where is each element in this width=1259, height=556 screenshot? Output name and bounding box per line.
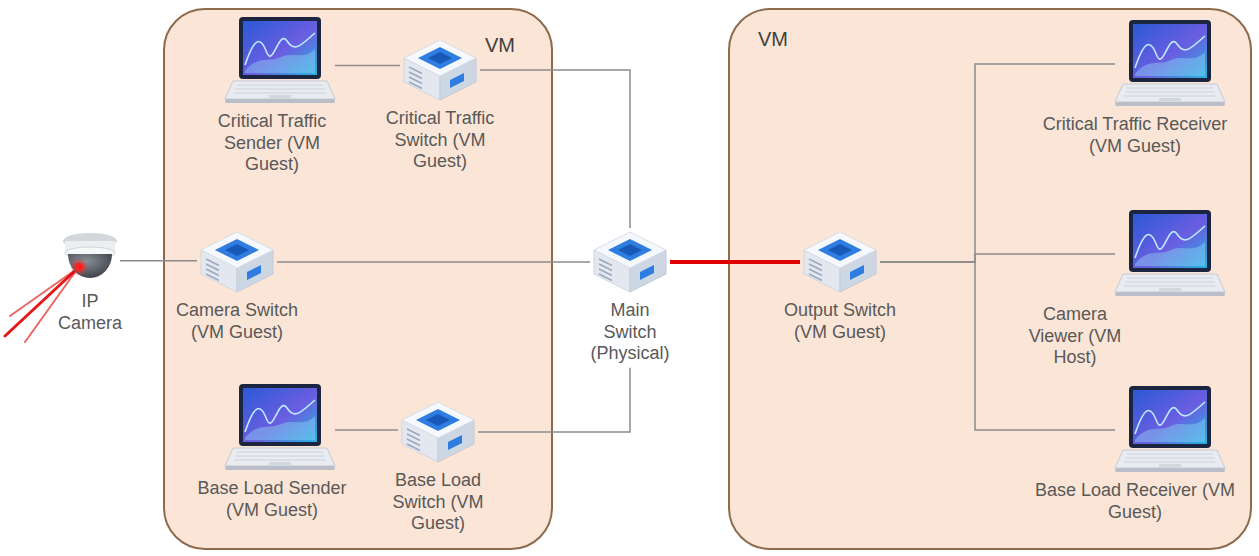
node-label: Output Switch (VM Guest): [765, 300, 915, 343]
node-label: IP Camera: [55, 291, 125, 334]
switch-icon: [398, 398, 478, 466]
vm-region: VM Output Switch (VM Guest) Critical Traff…: [728, 8, 1252, 550]
computer-node: Critical Traffic Sender (VM Guest): [192, 15, 352, 176]
laptop-icon: [1115, 18, 1225, 110]
switch-icon: [197, 228, 277, 296]
node-label: Main Switch (Physical): [585, 300, 675, 365]
switch-node: Camera Switch (VM Guest): [157, 228, 317, 343]
switch-node: Base Load Switch (VM Guest): [383, 398, 493, 535]
switch-icon: [800, 228, 880, 296]
switch-node: Output Switch (VM Guest): [760, 228, 920, 343]
laptop-icon: [225, 15, 335, 107]
switch-icon: [590, 228, 670, 296]
node-label: Base Load Switch (VM Guest): [388, 470, 488, 535]
laptop-icon: [1115, 384, 1225, 476]
vm-region: VM Critical Traffic Sender (VM Guest) Crit…: [163, 8, 553, 550]
switch-node: Critical Traffic Switch (VM Guest): [370, 36, 510, 173]
switch-node: Main Switch (Physical): [580, 228, 680, 365]
computer-node: Base Load Receiver (VM Guest): [1025, 384, 1245, 523]
node-label: Base Load Sender (VM Guest): [185, 478, 360, 521]
laptop-icon: [225, 382, 335, 474]
node-label: Critical Traffic Sender (VM Guest): [202, 111, 342, 176]
node-label: Critical Traffic Switch (VM Guest): [375, 108, 505, 173]
node-label: Camera Viewer (VM Host): [1025, 304, 1125, 369]
computer-node: Base Load Sender (VM Guest): [182, 382, 362, 521]
laptop-icon: [1115, 208, 1225, 300]
camera-node: IP Camera: [45, 232, 135, 334]
computer-node: Camera Viewer (VM Host): [1040, 208, 1240, 369]
node-label: Camera Switch (VM Guest): [162, 300, 312, 343]
camera-icon: [60, 232, 120, 287]
switch-icon: [400, 36, 480, 104]
computer-node: Critical Traffic Receiver (VM Guest): [1025, 18, 1245, 157]
vm-label: VM: [758, 28, 788, 51]
node-label: Base Load Receiver (VM Guest): [1025, 480, 1245, 523]
vm-label: VM: [485, 34, 515, 57]
node-label: Critical Traffic Receiver (VM Guest): [1025, 114, 1245, 157]
